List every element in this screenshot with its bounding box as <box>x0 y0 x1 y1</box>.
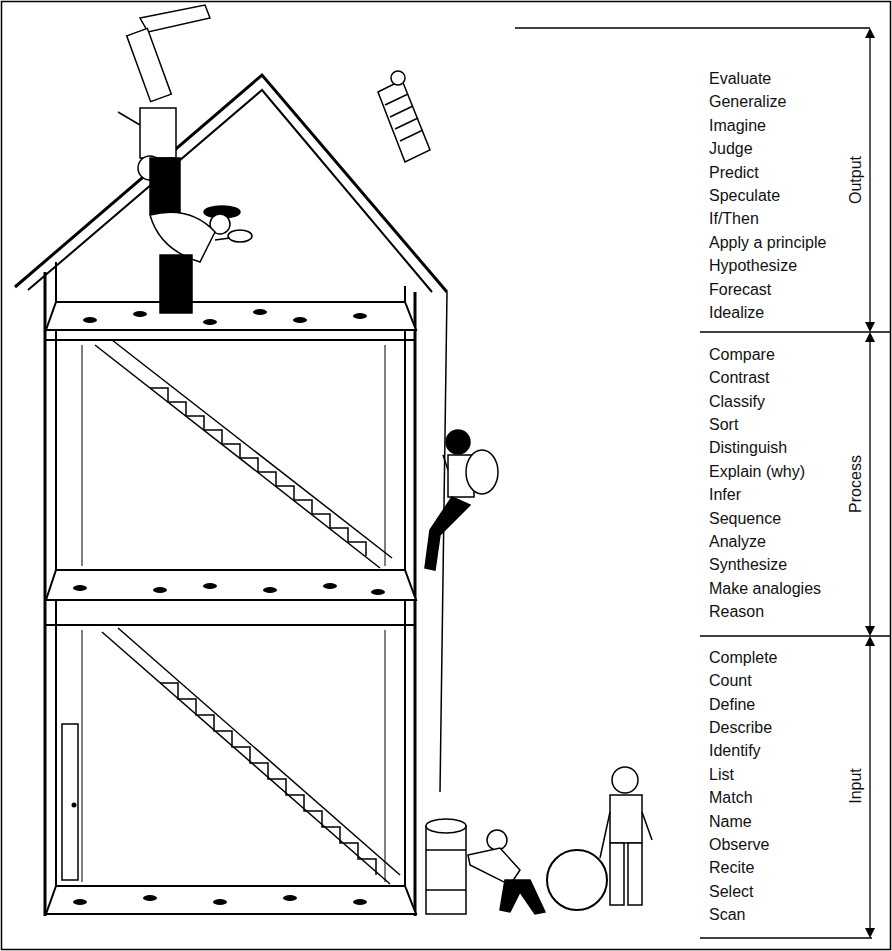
thinking-verb: Sort <box>709 415 738 435</box>
thinking-verb: Speculate <box>709 186 780 206</box>
house-outline <box>15 75 447 916</box>
thinking-verb: Forecast <box>709 280 771 300</box>
band-label: Process <box>846 455 866 513</box>
thinking-verb: Generalize <box>709 92 786 112</box>
thinking-verb: Recite <box>709 858 754 878</box>
thinking-verb: Match <box>709 788 753 808</box>
bracket-arrowheads <box>865 28 875 938</box>
thinking-verb: Infer <box>709 485 741 505</box>
thinking-verb: Analyze <box>709 532 766 552</box>
thinking-verb: Contrast <box>709 368 769 388</box>
pushing-figure <box>468 830 545 914</box>
upside-down-figure <box>118 5 210 214</box>
band-label: Input <box>846 768 866 804</box>
barrel <box>426 819 466 914</box>
thinking-verb: Distinguish <box>709 438 787 458</box>
magnifier-figure <box>150 206 252 313</box>
thinking-verb: Make analogies <box>709 579 821 599</box>
thinking-verb: Synthesize <box>709 555 787 575</box>
thinking-verb: Explain (why) <box>709 462 805 482</box>
thinking-verb: Count <box>709 671 752 691</box>
scroll <box>378 71 430 162</box>
thinking-verb: Observe <box>709 835 769 855</box>
thinking-verb: Complete <box>709 648 777 668</box>
thinking-verb: Classify <box>709 392 765 412</box>
staircase <box>95 340 400 884</box>
thinking-verb: Select <box>709 882 753 902</box>
climbing-figure <box>425 430 498 570</box>
thinking-verb: Apply a principle <box>709 233 826 253</box>
thinking-verb: List <box>709 765 734 785</box>
thinking-verb: Imagine <box>709 116 766 136</box>
thinking-verb: Idealize <box>709 303 764 323</box>
standing-figure <box>600 767 652 905</box>
rope <box>440 292 447 792</box>
thinking-verb: Judge <box>709 139 753 159</box>
wheel <box>547 850 607 910</box>
thinking-verb: Define <box>709 695 755 715</box>
thinking-verb: Describe <box>709 718 772 738</box>
thinking-verb: Hypothesize <box>709 256 797 276</box>
thinking-verb: Reason <box>709 602 764 622</box>
thinking-verb: Predict <box>709 163 759 183</box>
thinking-verb: Identify <box>709 741 761 761</box>
band-label: Output <box>846 156 866 204</box>
thinking-verb: Sequence <box>709 509 781 529</box>
thinking-verb: If/Then <box>709 209 759 229</box>
thinking-verb: Compare <box>709 345 775 365</box>
bracket-lines <box>515 28 890 938</box>
thinking-verb: Evaluate <box>709 69 771 89</box>
thinking-verb: Name <box>709 812 752 832</box>
thinking-verb: Scan <box>709 905 745 925</box>
footprints <box>73 309 385 905</box>
